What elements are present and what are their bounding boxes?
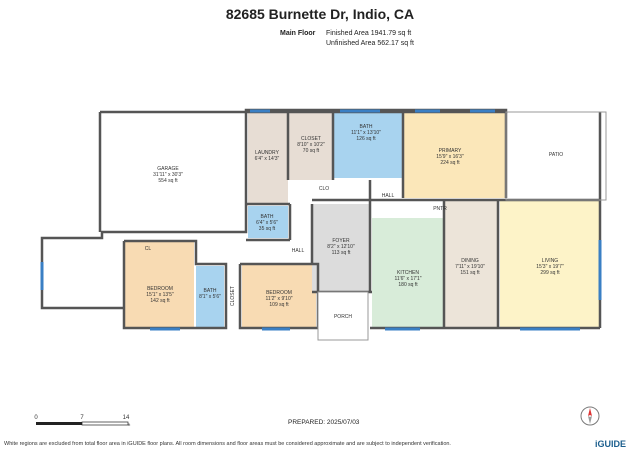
bath-third-name: BATH: [204, 288, 217, 294]
primary-area: 224 sq ft: [440, 160, 460, 166]
foyer-fill: [312, 204, 370, 292]
foyer-area: 113 sq ft: [332, 250, 351, 256]
bath-main-name: BATH: [360, 124, 373, 130]
bath-main-fill: [334, 112, 402, 178]
bedroom1-fill: [124, 241, 194, 327]
closet-dims: 8'10" x 10'2": [297, 142, 325, 148]
bath-main-area: 126 sq ft: [356, 136, 376, 142]
bedroom1-area: 142 sq ft: [150, 298, 170, 304]
living-name: LIVING: [542, 258, 559, 264]
foyer-name: FOYER: [332, 238, 350, 244]
plan-title: 82685 Burnette Dr, Indio, CA: [225, 6, 415, 22]
laundry-name: LAUNDRY: [255, 150, 279, 156]
bath-small-area: 35 sq ft: [259, 226, 276, 232]
kitchen-dims: 11'6" x 17'1": [394, 276, 421, 282]
bedroom1-name: BEDROOM: [147, 286, 173, 292]
primary-fill: [404, 112, 506, 198]
bath-small-fill: [248, 206, 288, 238]
bedroom2-name: BEDROOM: [266, 290, 292, 296]
foyer-dims: 8'2" x 12'10": [327, 244, 355, 250]
clo-name: CLO: [319, 186, 329, 192]
scale-bar: 0 7 14 ft: [34, 415, 131, 426]
pntr-name: PNTR: [433, 206, 447, 212]
kitchen-name: KITCHEN: [397, 270, 419, 276]
bath-third-fill: [196, 266, 224, 328]
garage-name: GARAGE: [157, 166, 179, 172]
closet2-name: CLOSET: [230, 286, 236, 306]
scale-unit: ft: [128, 422, 131, 426]
living-area: 299 sq ft: [540, 270, 560, 276]
bath-third-dims: 8'1" x 5'6": [199, 294, 221, 300]
porch-name: PORCH: [334, 314, 352, 320]
kitchen-area: 180 sq ft: [398, 282, 418, 288]
hall-upper-name: HALL: [382, 193, 395, 199]
closet-name: CLOSET: [301, 136, 321, 142]
brand-name: iGUIDE: [594, 439, 626, 449]
prepared-date: PREPARED: 2025/07/03: [288, 419, 360, 426]
dining-area: 151 sq ft: [460, 270, 480, 276]
bedroom2-dims: 11'2" x 9'10": [265, 296, 292, 302]
primary-dims: 15'9" x 16'3": [436, 154, 464, 160]
patio-name: PATIO: [549, 152, 563, 158]
laundry-fill: [248, 112, 288, 204]
living-fill: [500, 200, 600, 328]
cl-name: CL: [145, 246, 152, 252]
brand-logo: iGUIDE: [595, 439, 626, 449]
scale-tick-0: 0: [34, 415, 38, 421]
garage-area: 554 sq ft: [158, 178, 178, 184]
bath-main-dims: 11'1" x 13'10": [351, 130, 381, 136]
garage-dims: 31'11" x 30'3": [153, 172, 183, 178]
laundry-dims: 6'4" x 14'3": [255, 156, 280, 162]
bedroom2-fill: [242, 264, 316, 328]
bedroom1-dims: 15'1" x 13'5": [146, 292, 174, 298]
dining-fill: [445, 200, 497, 328]
dining-dims: 7'11" x 19'10": [455, 264, 485, 270]
walls: [40, 108, 602, 330]
patio-outline: [505, 111, 607, 201]
bath-small-name: BATH: [261, 214, 274, 220]
kitchen-fill: [372, 218, 444, 328]
floor-name: Main Floor: [280, 30, 316, 37]
bedroom2-area: 109 sq ft: [269, 302, 289, 308]
primary-name: PRIMARY: [439, 148, 462, 154]
bath-small-dims: 6'4" x 5'6": [256, 220, 278, 226]
dining-name: DINING: [461, 258, 479, 264]
closet-area: 70 sq ft: [303, 148, 320, 154]
disclaimer: White regions are excluded from total fl…: [4, 441, 451, 447]
scale-tick-14: 14: [123, 415, 130, 421]
windows: [40, 109, 602, 331]
compass-icon: [580, 406, 600, 426]
finished-area: Finished Area 1941.79 sq ft: [326, 30, 412, 37]
unfinished-area: Unfinished Area 562.17 sq ft: [326, 40, 414, 47]
hall-left-name: HALL: [292, 248, 305, 254]
porch-outline: [317, 291, 369, 341]
closet-fill: [289, 112, 333, 180]
scale-tick-7: 7: [80, 415, 84, 421]
living-dims: 15'3" x 19'7": [536, 264, 564, 270]
